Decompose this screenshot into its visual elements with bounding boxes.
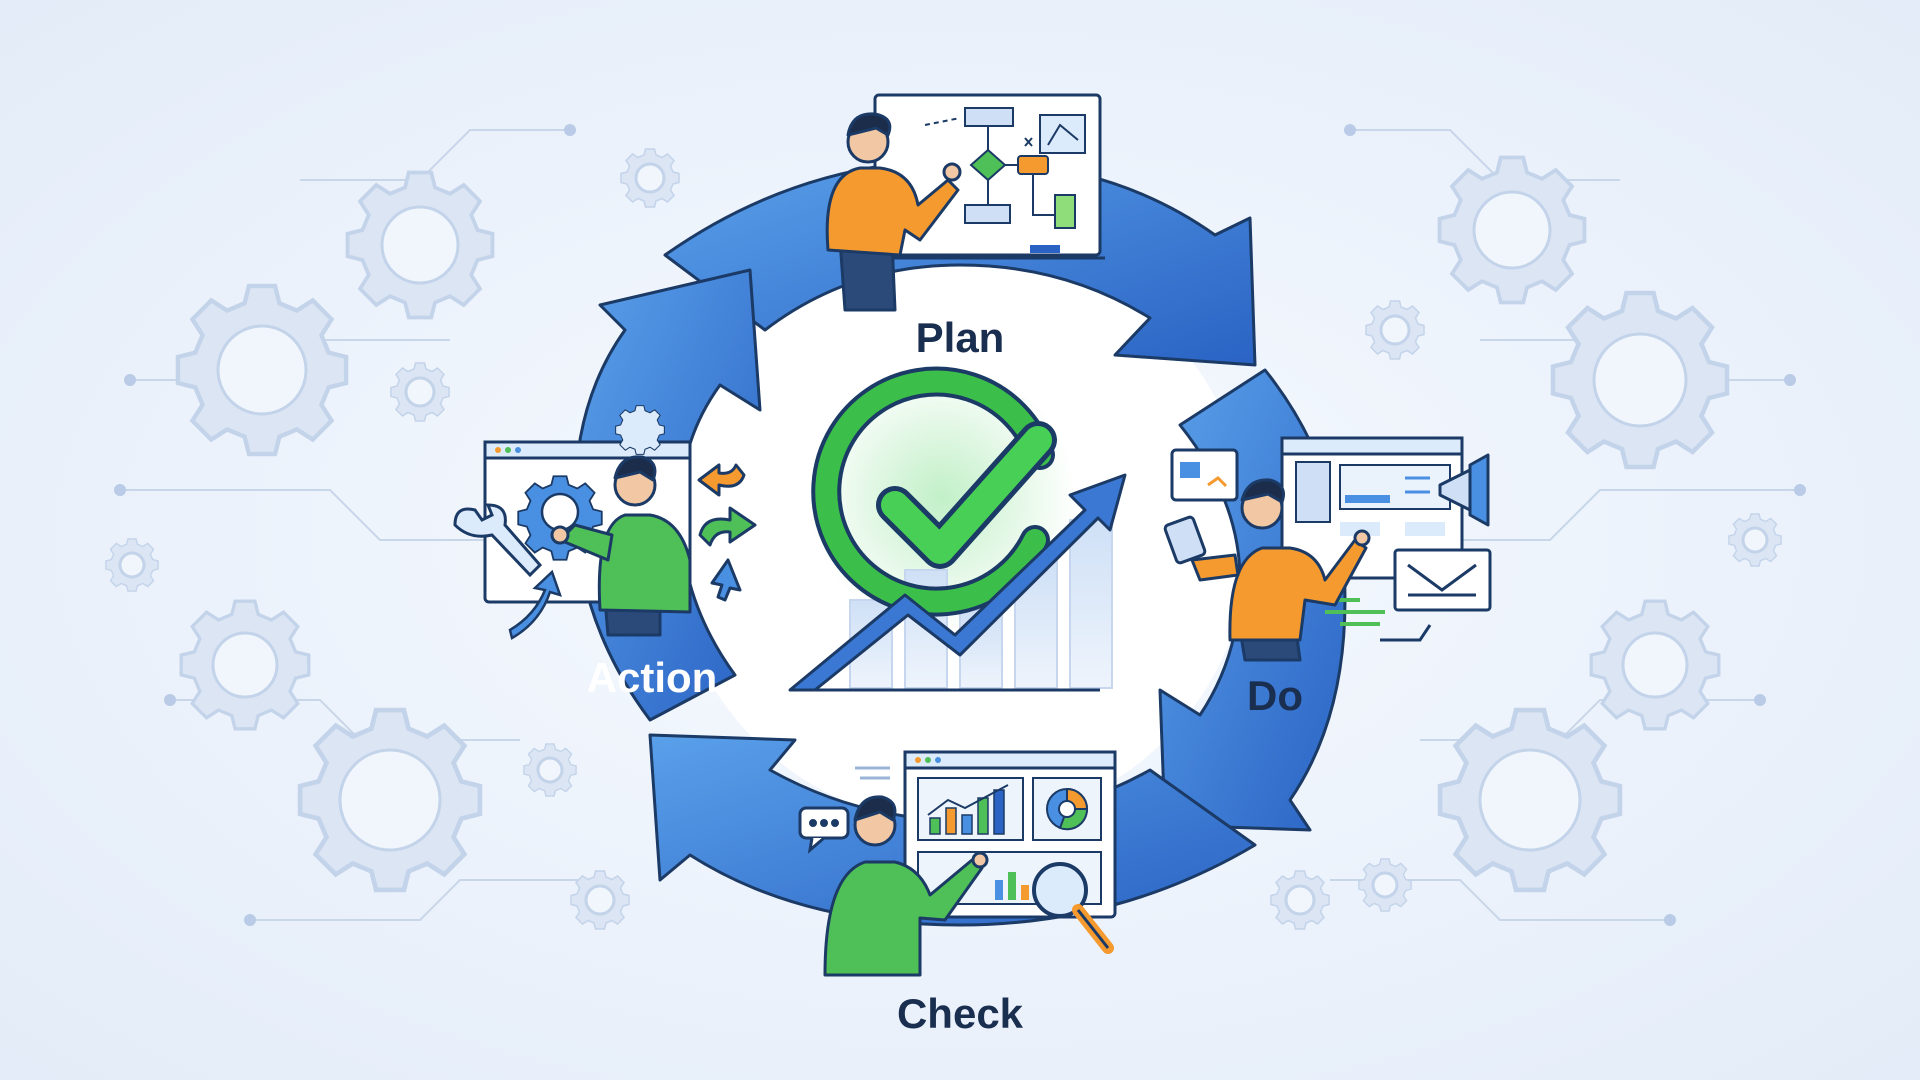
person-actor [550, 455, 692, 637]
megaphone-icon [1405, 453, 1490, 527]
bar-chart-icon [929, 789, 1005, 835]
person-planner [825, 112, 962, 312]
refresh-arrows [697, 463, 757, 602]
pie-chart-icon [1046, 787, 1089, 831]
plan-label: Plan [916, 314, 1005, 361]
check-label: Check [897, 990, 1024, 1037]
trend-arrow-icon [788, 473, 1127, 692]
action-scene: Action [453, 405, 757, 701]
action-label: Action [587, 654, 718, 701]
magnifier-icon [1032, 862, 1114, 954]
gear-hubs-right [1284, 190, 1769, 916]
plan-scene: Plan [825, 93, 1105, 361]
envelope-icon [1393, 548, 1492, 612]
curved-arrow [508, 569, 562, 640]
flowchart-icon [924, 107, 1086, 229]
circuit-nodes [114, 124, 1806, 926]
do-label: Do [1247, 672, 1303, 719]
person-checker [823, 795, 989, 977]
chat-bubble-icon [798, 806, 850, 854]
do-scene: Do [1163, 436, 1492, 719]
checkmark-icon [811, 366, 1057, 617]
gear-hubs-left [118, 162, 666, 916]
wrench-icon [453, 503, 543, 578]
person-doer [1163, 478, 1371, 662]
check-scene: Check [798, 750, 1117, 1037]
tablet-icon [1163, 515, 1207, 565]
gear-icon [615, 405, 665, 455]
